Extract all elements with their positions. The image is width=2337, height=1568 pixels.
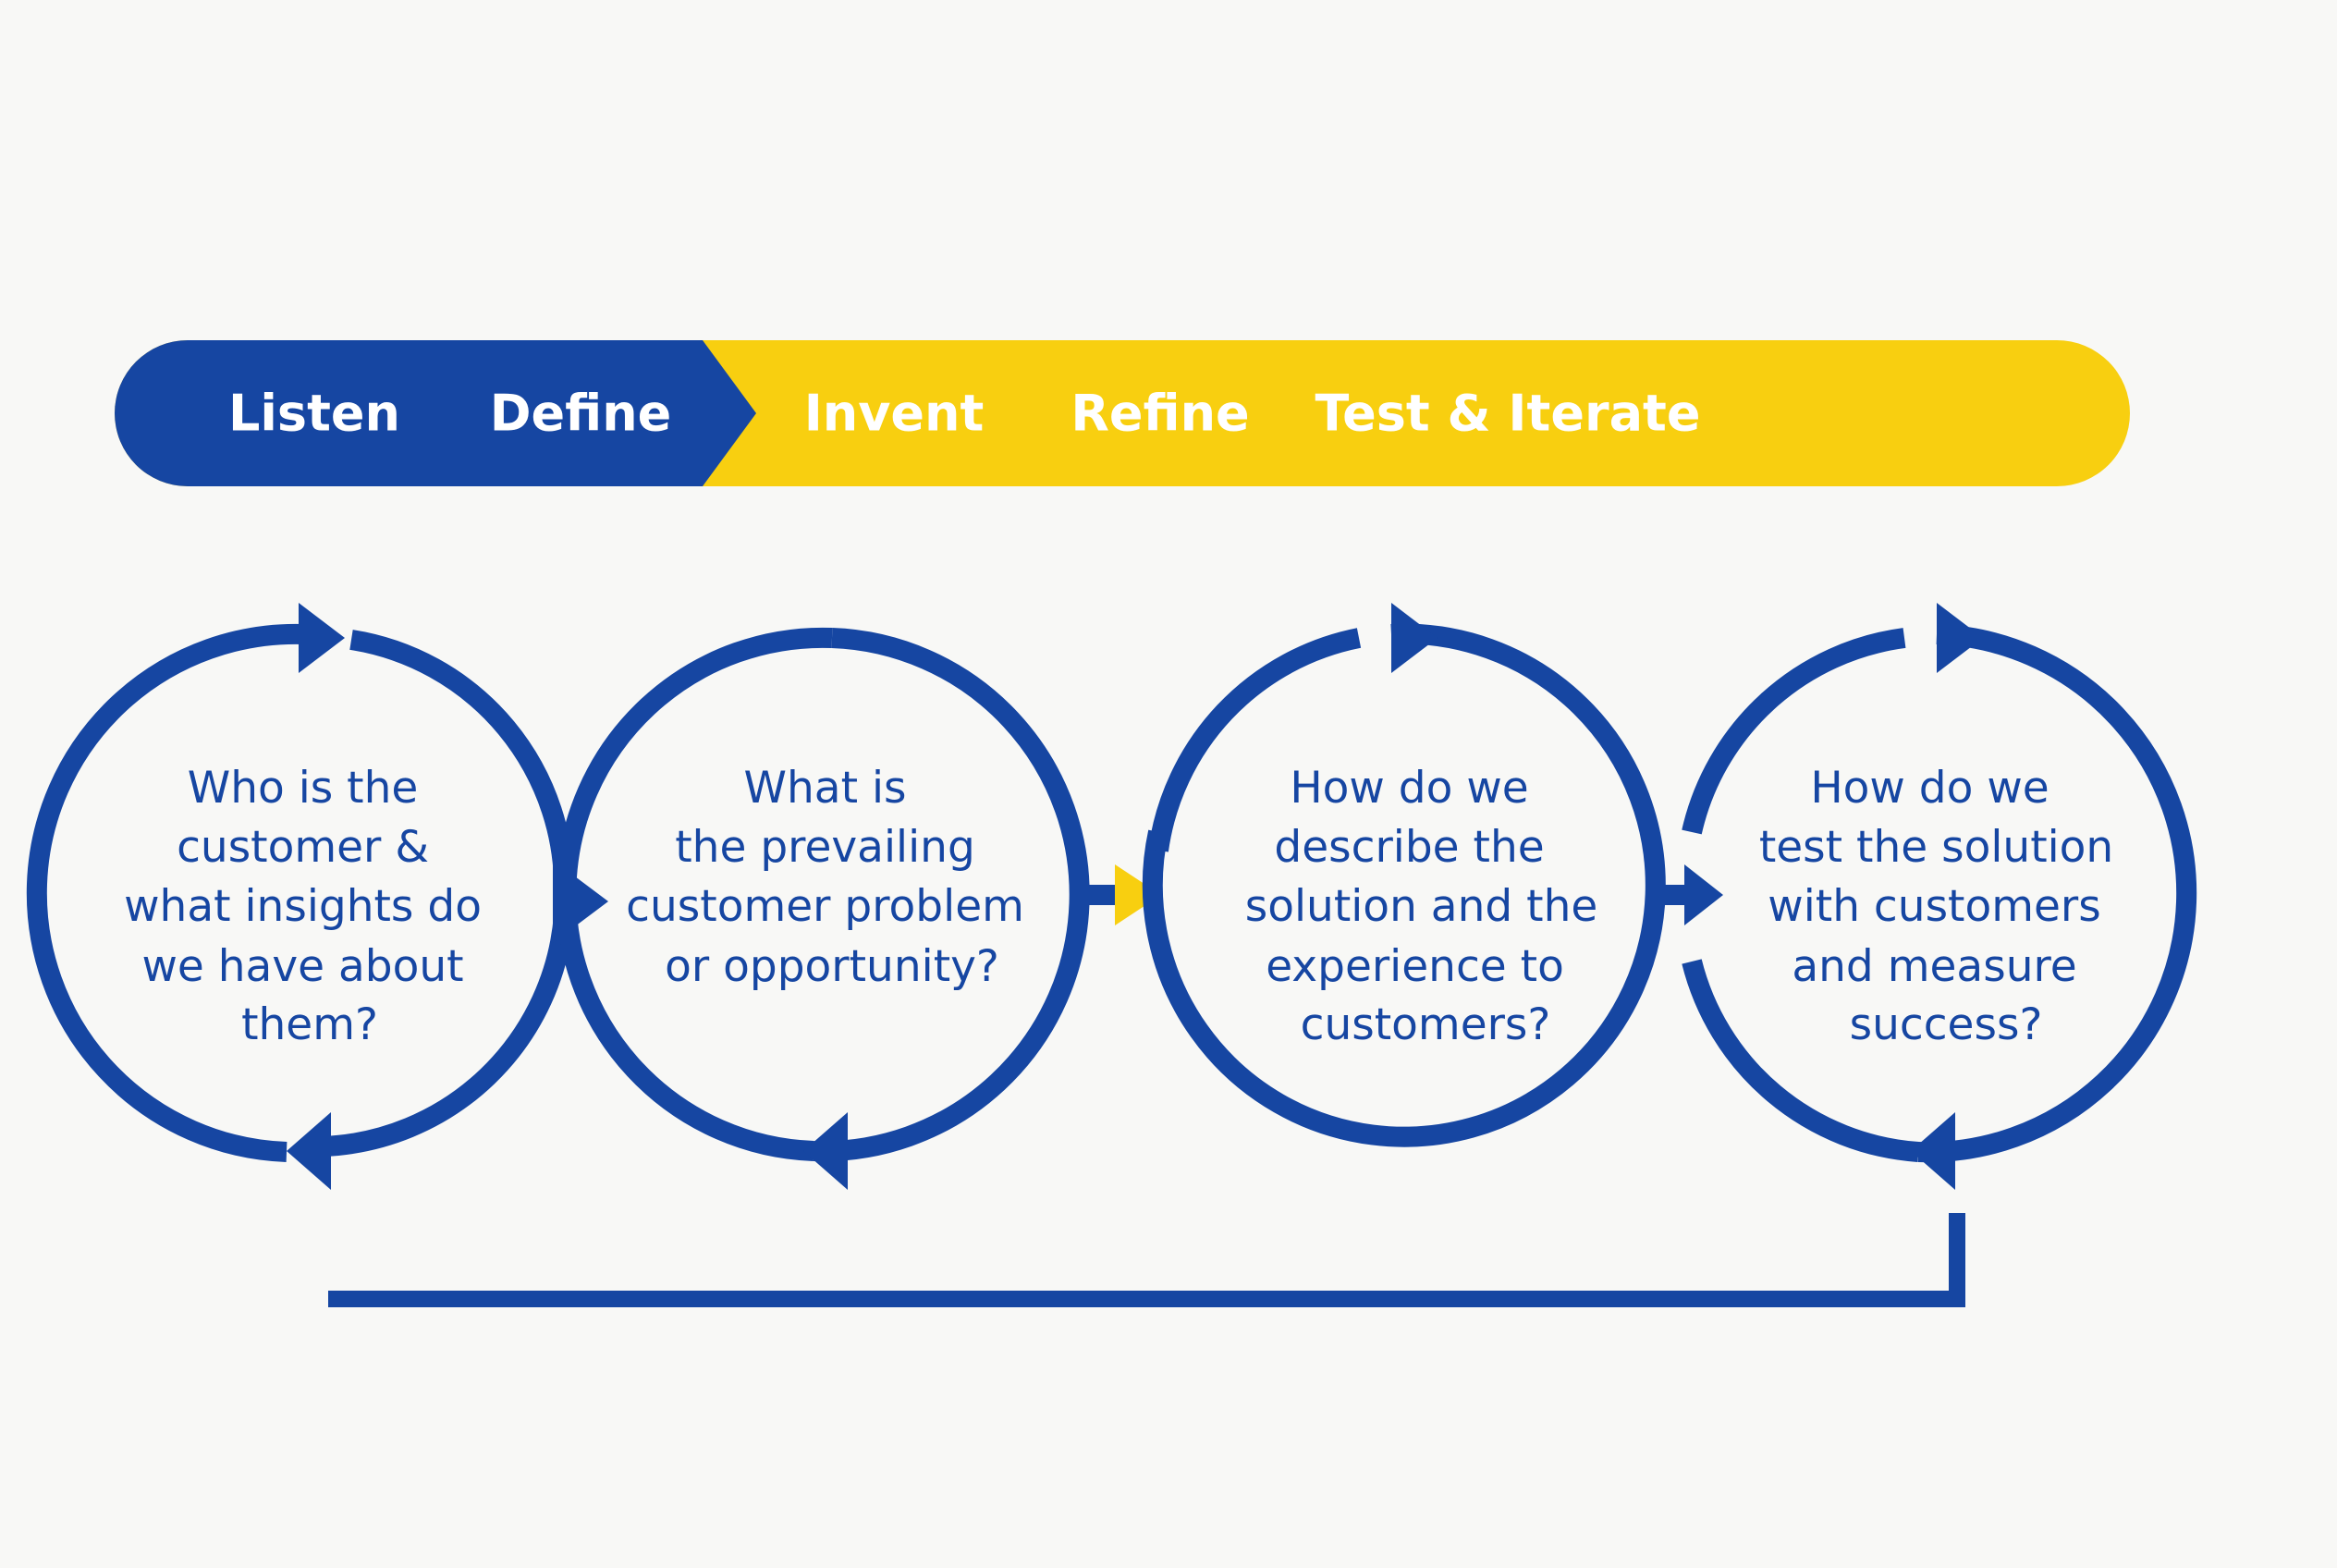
connector-line <box>1080 885 1120 905</box>
question-text: What is the prevailing customer problem … <box>626 763 1038 992</box>
loop-test: How do we test the solution with custome… <box>1682 603 2197 1190</box>
phase-label-listen: Listen <box>228 385 400 443</box>
question-line: with customers <box>1768 881 2100 932</box>
question-line: What is <box>744 763 907 814</box>
loop-ring-left-arc <box>26 623 306 1162</box>
question-line: experience to <box>1266 941 1564 992</box>
loop-ring-left-arc <box>556 627 833 1161</box>
arrow-head-right-icon <box>1684 864 1723 925</box>
arrow-head-bottom-left-icon <box>803 1112 848 1190</box>
question-line: How do we <box>1290 763 1528 814</box>
question-line: or opportunity? <box>665 941 999 992</box>
connector-define-to-invent <box>1080 864 1161 925</box>
connector-line <box>1655 885 1692 905</box>
loop-ring-right-arc <box>349 630 575 898</box>
loop-ring-arc <box>1917 624 2197 1163</box>
phase-band: Listen Define Invent Refine Test & Itera… <box>115 340 2130 486</box>
question-line: customer & <box>177 822 429 873</box>
loop-ring-arc <box>1142 623 1666 1147</box>
question-line: what insights do <box>124 881 482 932</box>
arrow-head-top-icon <box>1937 603 1983 673</box>
question-line: How do we <box>1810 763 2049 814</box>
arrow-head-bottom-left-icon <box>1911 1112 1955 1190</box>
loop-ring-arc <box>813 628 1090 1162</box>
arrow-head-bottom-left-icon <box>287 1112 331 1190</box>
question-line: the prevailing <box>675 822 975 873</box>
phase-label-invent: Invent <box>804 385 985 443</box>
arrow-head-top-icon <box>1391 603 1438 673</box>
loop-invent: How do we describe the solution and the … <box>1142 603 1666 1147</box>
loop-ring-lower-left-arc <box>1682 959 1919 1162</box>
question-line: customers? <box>1301 999 1551 1050</box>
loop-ring-right-lower-arc <box>323 914 574 1157</box>
question-line: we have about <box>141 941 463 992</box>
question-line: test the solution <box>1759 822 2113 873</box>
question-line: customer problem <box>626 881 1024 932</box>
loop-ring-left-arc <box>1682 628 1906 835</box>
question-text: How do we describe the solution and the … <box>1245 763 1612 1050</box>
phase-label-define: Define <box>490 385 672 443</box>
arrow-head-yellow-icon <box>1115 864 1161 925</box>
arrow-head-top-right-icon <box>299 603 345 673</box>
question-line: Who is the <box>188 763 419 814</box>
question-text: How do we test the solution with custome… <box>1759 763 2127 1050</box>
phase-label-test-iterate: Test & Iterate <box>1315 385 1701 443</box>
phase-band-blue <box>115 340 756 486</box>
feedback-return-line <box>328 1213 1965 1307</box>
connector-invent-to-test <box>1655 864 1723 925</box>
phase-label-refine: Refine <box>1071 385 1249 443</box>
loop-define: What is the prevailing customer problem … <box>556 627 1090 1190</box>
question-line: describe the <box>1274 822 1544 873</box>
question-line: success? <box>1850 999 2043 1050</box>
loop-listen: Who is the customer & what insights do w… <box>26 603 608 1190</box>
question-line: and measure <box>1792 941 2076 992</box>
question-line: them? <box>241 999 378 1050</box>
question-line: solution and the <box>1245 881 1598 932</box>
loop-ring-upper-left-arc <box>1148 628 1362 852</box>
question-text: Who is the customer & what insights do w… <box>124 763 496 1050</box>
